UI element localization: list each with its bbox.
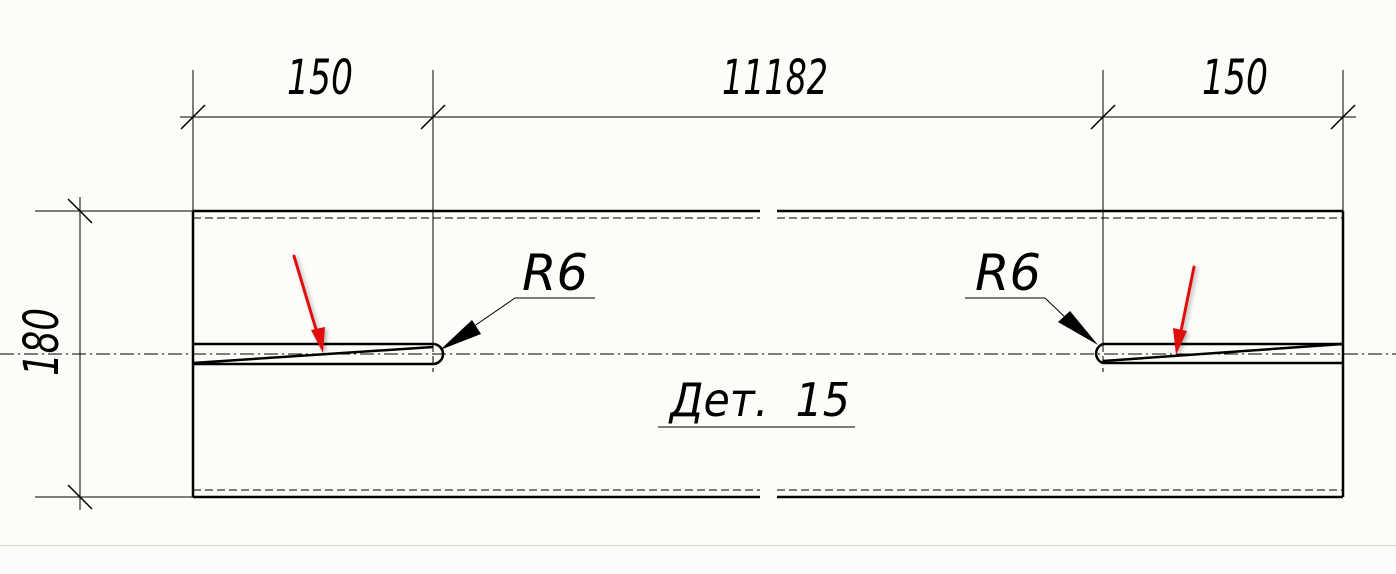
hidden-lines (193, 217, 1343, 491)
radius-leader-left (440, 297, 595, 350)
dim-right-150: 150 (1202, 50, 1268, 106)
dim-height-180: 180 (14, 308, 70, 376)
dim-middle-11182: 11182 (722, 50, 828, 106)
footer-strip (0, 545, 1396, 574)
highlight-arrow-left (292, 254, 325, 353)
dimension-ticks (67, 104, 1356, 510)
dimension-lines (35, 70, 1356, 510)
radius-leader-right (965, 297, 1098, 345)
dim-left-150: 150 (287, 50, 353, 106)
highlight-arrow-right (1173, 265, 1196, 355)
part-outline (191, 209, 1345, 499)
part-label: Дет. 15 (668, 373, 850, 427)
right-slot (1094, 342, 1344, 365)
radius-label-left: R6 (522, 244, 588, 302)
left-slot (192, 342, 445, 366)
radius-label-right: R6 (975, 244, 1041, 302)
